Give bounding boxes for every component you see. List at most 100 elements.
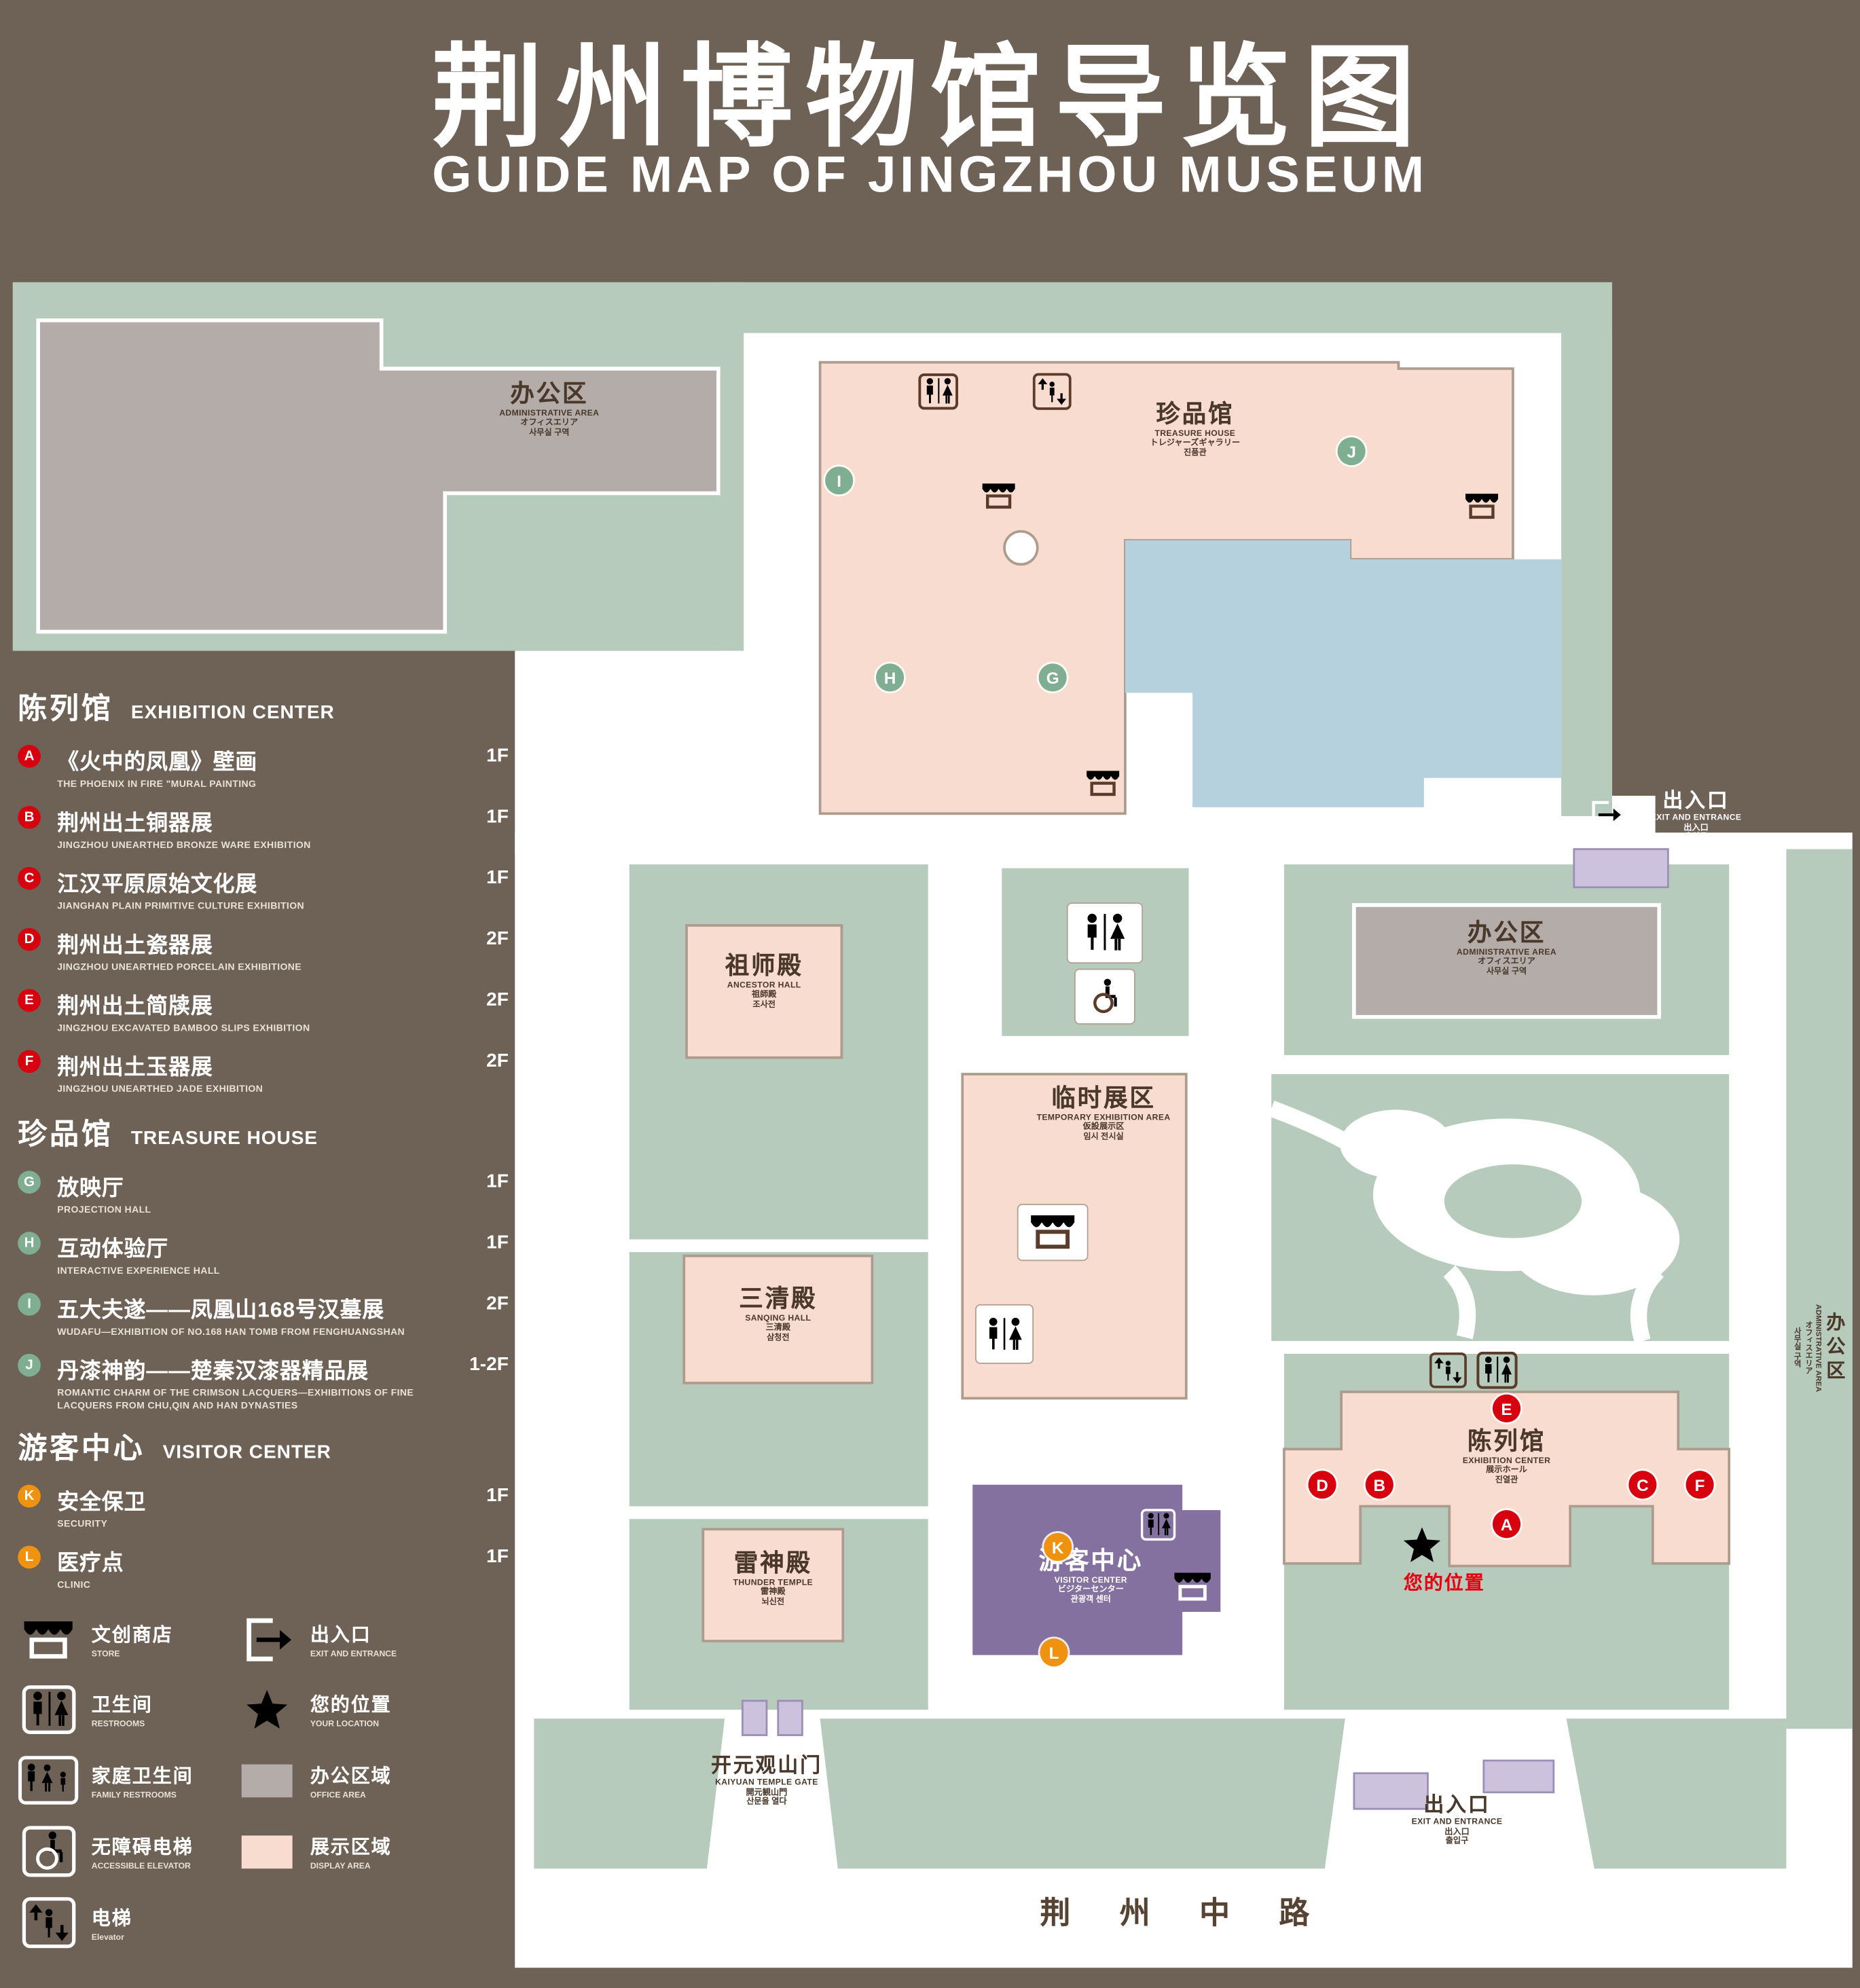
legend-symbol-store: 文创商店 STORE (18, 1615, 234, 1665)
label-jp: 展示ホール (1486, 1466, 1527, 1475)
label-admin-northwest: 办公区 ADMINISTRATIVE AREA オフィスエリア 사무실 구역 (499, 382, 599, 438)
item-cn: 医疗点 (57, 1551, 124, 1576)
label-jp: 開元観山門 (746, 1788, 788, 1798)
floor-label: 1F (486, 805, 509, 828)
label-en: ANCESTOR HALL (727, 981, 801, 991)
marker-badge-H: H (18, 1232, 41, 1255)
elevator-icon (18, 1897, 79, 1949)
floor-label: 1F (486, 1171, 509, 1193)
label-kr: 사무실 구역 (529, 428, 570, 437)
label-jp: 雷神殿 (761, 1587, 786, 1598)
label-jp: 三清殿 (765, 1323, 791, 1333)
item-en: WUDAFU—EXHIBITION OF NO.168 HAN TOMB FRO… (57, 1325, 405, 1338)
label-cn: 三清殿 (739, 1286, 818, 1313)
marker-badge-E: E (18, 989, 41, 1012)
label-jp: オフィスエリア (1478, 957, 1536, 967)
entrance-structures (741, 848, 1669, 1810)
item-en: JINGZHOU UNEARTHED PORCELAIN EXHIBITIONE (57, 961, 302, 973)
restroom-icon (918, 373, 959, 411)
item-cn: 荆州出土玉器展 (57, 1054, 213, 1080)
floor-label: 1F (486, 1546, 509, 1568)
symbol-en: STORE (91, 1650, 120, 1659)
building-exhibition-center (1283, 1391, 1731, 1568)
legend-item-J: J 1-2F 丹漆神韵——楚秦汉漆器精品展 ROMANTIC CHARM OF … (18, 1352, 513, 1412)
label-en: EXHIBITION CENTER (1462, 1456, 1551, 1466)
label-en: TREASURE HOUSE (1154, 429, 1236, 439)
item-en: PROJECTION HALL (57, 1203, 151, 1215)
label-kr: 진열관 (1495, 1475, 1518, 1485)
label-cn: 临时展区 (1051, 1085, 1156, 1113)
elevator-icon (1429, 1351, 1467, 1389)
item-cn: 江汉平原原始文化展 (57, 872, 258, 896)
section-title-en: EXHIBITION CENTER (130, 701, 335, 724)
symbol-en: DISPLAY AREA (310, 1862, 371, 1871)
exit-icon (236, 1616, 297, 1664)
marker-badge-G: G (18, 1171, 41, 1194)
label-cn: 开元观山门 (711, 1755, 822, 1778)
item-cn: 互动体验厅 (57, 1236, 169, 1262)
symbol-en: Elevator (91, 1933, 124, 1943)
symbol-cn: 文创商店 (91, 1625, 173, 1646)
legend-section-treasure-house: 珍品馆 TREASURE HOUSE (18, 1109, 513, 1153)
label-jp: 出入口 (1683, 823, 1709, 833)
label-kr: 관광객 센터 (1070, 1595, 1112, 1604)
item-en: INTERACTIVE EXPERIENCE HALL (57, 1264, 220, 1276)
symbol-cn: 电梯 (91, 1907, 132, 1930)
marker-badge-J: J (18, 1353, 41, 1377)
label-temporary-exhibition: 临时展区 TEMPORARY EXHIBITION AREA 仮設展示区 임시 … (1037, 1086, 1171, 1142)
page-subtitle: GUIDE MAP OF JINGZHOU MUSEUM (432, 147, 1428, 204)
label-kr: 조사전 (752, 1000, 776, 1010)
label-thunder-temple: 雷神殿 THUNDER TEMPLE 雷神殿 뇌신전 (733, 1551, 813, 1607)
floor-label: 2F (486, 989, 509, 1011)
label-cn: 出入口 (1423, 1794, 1491, 1817)
symbol-cn: 无障碍电梯 (91, 1836, 194, 1858)
lawn-east-of-pond (1561, 333, 1612, 816)
section-title-en: TREASURE HOUSE (130, 1127, 318, 1149)
map-marker-C: C (1628, 1471, 1657, 1499)
marker-badge-F: F (18, 1050, 41, 1073)
label-jp: ビジターセンター (1057, 1585, 1124, 1595)
item-en: JINGZHOU UNEARTHED BRONZE WARE EXHIBITIO… (57, 839, 311, 851)
restroom-icon (18, 1685, 79, 1735)
item-cn: 荆州出土简牍展 (57, 994, 213, 1018)
symbol-cn: 卫生间 (91, 1695, 153, 1716)
legend: 陈列馆 EXHIBITION CENTER A 1F 《火中的凤凰》壁画 THE… (18, 674, 513, 1949)
symbol-cn: 家庭卫生间 (91, 1765, 194, 1787)
label-jp: 仮設展示区 (1082, 1122, 1125, 1132)
item-cn: 荆州出土铜器展 (57, 811, 213, 836)
label-admin-east: 办公区 ADMINISTRATIVE AREA オフィスエリア 사무실 구역 (1786, 1169, 1852, 1525)
label-treasure-house: 珍品馆 TREASURE HOUSE トレジャーズギャラリー 진품관 (1150, 402, 1241, 458)
label-en: EXIT AND ENTRANCE (1411, 1818, 1503, 1828)
store-icon (1465, 493, 1499, 519)
page-title: 荆州博物馆导览图 (431, 34, 1429, 160)
marker-badge-L: L (18, 1546, 41, 1569)
store-inset (1017, 1203, 1089, 1262)
symbol-en: EXIT AND ENTRANCE (310, 1650, 397, 1659)
label-en: ADMINISTRATIVE AREA (1813, 1303, 1821, 1392)
label-admin-mid: 办公区 ADMINISTRATIVE AREA オフィスエリア 사무실 구역 (1457, 920, 1556, 976)
restroom-icon (1077, 913, 1133, 953)
label-road: 荆 州 中 路 (1040, 1896, 1330, 1932)
label-en: ADMINISTRATIVE AREA (1457, 948, 1557, 957)
lawn-south-center (820, 1718, 1345, 1869)
map-marker-B: B (1365, 1471, 1393, 1499)
marker-badge-A: A (18, 745, 41, 768)
marker-badge-B: B (18, 805, 41, 829)
map-marker-G: G (1038, 663, 1067, 692)
legend-symbol-elevator: 电梯 Elevator (18, 1897, 234, 1949)
section-title-cn: 游客中心 (18, 1431, 145, 1465)
label-kaiyuan-gate: 开元观山门 KAIYUAN TEMPLE GATE 開元観山門 산문을 열다 (711, 1756, 822, 1807)
label-kr: 뇌신전 (761, 1597, 785, 1607)
store-icon (1029, 1215, 1075, 1250)
item-cn: 安全保卫 (57, 1490, 147, 1515)
label-en: TEMPORARY EXHIBITION AREA (1036, 1113, 1171, 1122)
label-kr: 사무실 구역 (1486, 967, 1527, 976)
item-cn: 丹漆神韵——楚秦汉漆器精品展 (57, 1359, 369, 1383)
legend-item-B: B 1F 荆州出土铜器展 JINGZHOU UNEARTHED BRONZE W… (18, 805, 513, 854)
item-en: ROMANTIC CHARM OF THE CRIMSON LACQUERS—E… (57, 1386, 414, 1412)
building-admin-northwest (36, 318, 721, 634)
store-icon (981, 483, 1016, 509)
